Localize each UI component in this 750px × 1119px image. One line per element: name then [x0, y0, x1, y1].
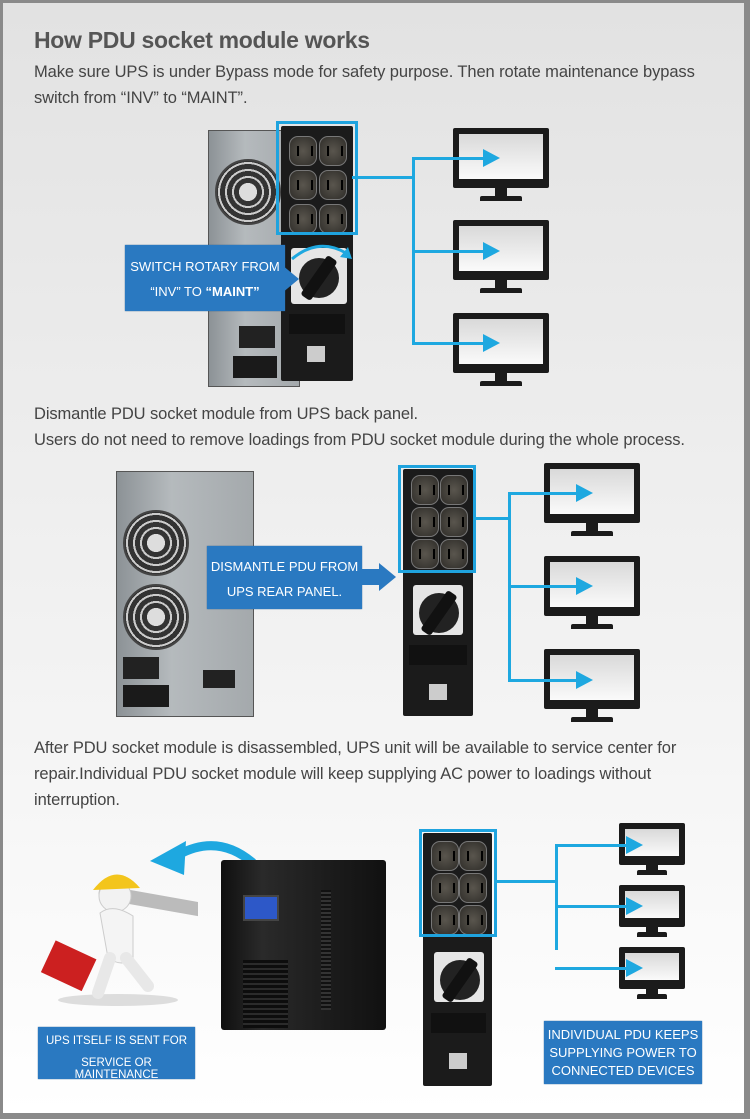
pdu-socket-module-2 — [403, 469, 473, 716]
fan-icon — [123, 584, 189, 650]
monitor-icon — [453, 128, 549, 208]
ups-rear-panel-2 — [116, 471, 254, 717]
page-frame: How PDU socket module works Make sure UP… — [3, 3, 744, 1113]
step1-text-line1: Make sure UPS is under Bypass mode for s… — [34, 63, 695, 81]
dismantle-arrow-icon — [379, 563, 396, 591]
terminal-block — [289, 314, 345, 334]
rotary-knob — [299, 258, 339, 298]
pdu-socket-module-1 — [281, 126, 353, 381]
step1-description: Make sure UPS is under Bypass mode for s… — [34, 59, 695, 111]
monitor-icon — [619, 823, 685, 885]
monitor-icon — [544, 463, 640, 543]
arrow-icon — [576, 577, 593, 595]
callout-line1: SWITCH ROTARY FROM — [130, 259, 280, 274]
port-cover — [239, 326, 275, 348]
breaker — [307, 346, 325, 362]
arrow-icon — [626, 959, 643, 977]
fan-icon — [215, 159, 281, 225]
callout-line1: UPS ITSELF IS SENT FOR — [45, 1035, 187, 1047]
monitor-icon — [453, 220, 549, 300]
arrow-icon — [576, 484, 593, 502]
arrow-icon — [626, 897, 643, 915]
lcd-display — [243, 895, 279, 921]
socket-highlight-1 — [276, 121, 358, 235]
monitor-icon — [619, 947, 685, 1009]
callout-line2: SERVICE OR MAINTENANCE — [74, 1057, 159, 1081]
monitor-icon — [544, 556, 640, 636]
monitor-icon — [544, 649, 640, 729]
callout-line1: INDIVIDUAL PDU KEEPS — [547, 1027, 699, 1042]
step2-text-line1: Dismantle PDU socket module from UPS bac… — [34, 405, 419, 423]
socket-highlight-2 — [398, 465, 476, 573]
step3-description: After PDU socket module is disassembled,… — [34, 735, 676, 813]
step2-text-line2: Users do not need to remove loadings fro… — [34, 431, 685, 449]
bypass-switch — [291, 248, 347, 304]
page-title: How PDU socket module works — [34, 27, 370, 53]
callout-line2: SUPPLYING POWER TO — [549, 1045, 697, 1060]
fan-icon — [123, 510, 189, 576]
technician-figure — [40, 874, 198, 1006]
callout-switch-rotary: SWITCH ROTARY FROM “INV” TO “MAINT” — [125, 245, 285, 311]
callout-line3: CONNECTED DEVICES — [551, 1063, 695, 1078]
callout-dismantle: DISMANTLE PDU FROM UPS REAR PANEL. — [207, 546, 362, 609]
callout-ups-sent: UPS ITSELF IS SENT FOR SERVICE OR MAINTE… — [38, 1027, 195, 1081]
arrow-icon — [483, 242, 500, 260]
callout-pdu-keeps: INDIVIDUAL PDU KEEPS SUPPLYING POWER TO … — [544, 1021, 702, 1084]
callout-line2: UPS REAR PANEL. — [226, 584, 343, 599]
callout-line2a: “INV” TO — [150, 284, 206, 299]
rotate-arrow-icon — [291, 244, 352, 261]
arrow-icon — [483, 149, 500, 167]
step2-description: Dismantle PDU socket module from UPS bac… — [34, 401, 685, 453]
monitor-icon — [619, 885, 685, 947]
arrow-icon — [576, 671, 593, 689]
curved-arrow-icon — [150, 841, 256, 875]
callout-line1: DISMANTLE PDU FROM — [210, 559, 359, 574]
arrow-icon — [626, 836, 643, 854]
step3-text-line2: repair.Individual PDU socket module will… — [34, 765, 652, 783]
callout-line2b: “MAINT” — [205, 284, 260, 299]
socket-highlight-3 — [419, 829, 497, 937]
step1-text-line2: switch from “INV” to “MAINT”. — [34, 89, 248, 107]
arrow-icon — [483, 334, 500, 352]
port-cover — [233, 356, 277, 378]
monitor-icon — [453, 313, 549, 393]
step3-text-line1: After PDU socket module is disassembled,… — [34, 739, 677, 757]
pdu-socket-module-3 — [423, 833, 492, 1086]
callout-pointer — [282, 265, 299, 293]
ups-tower — [221, 860, 386, 1030]
step3-text-line3: interruption. — [34, 791, 120, 809]
